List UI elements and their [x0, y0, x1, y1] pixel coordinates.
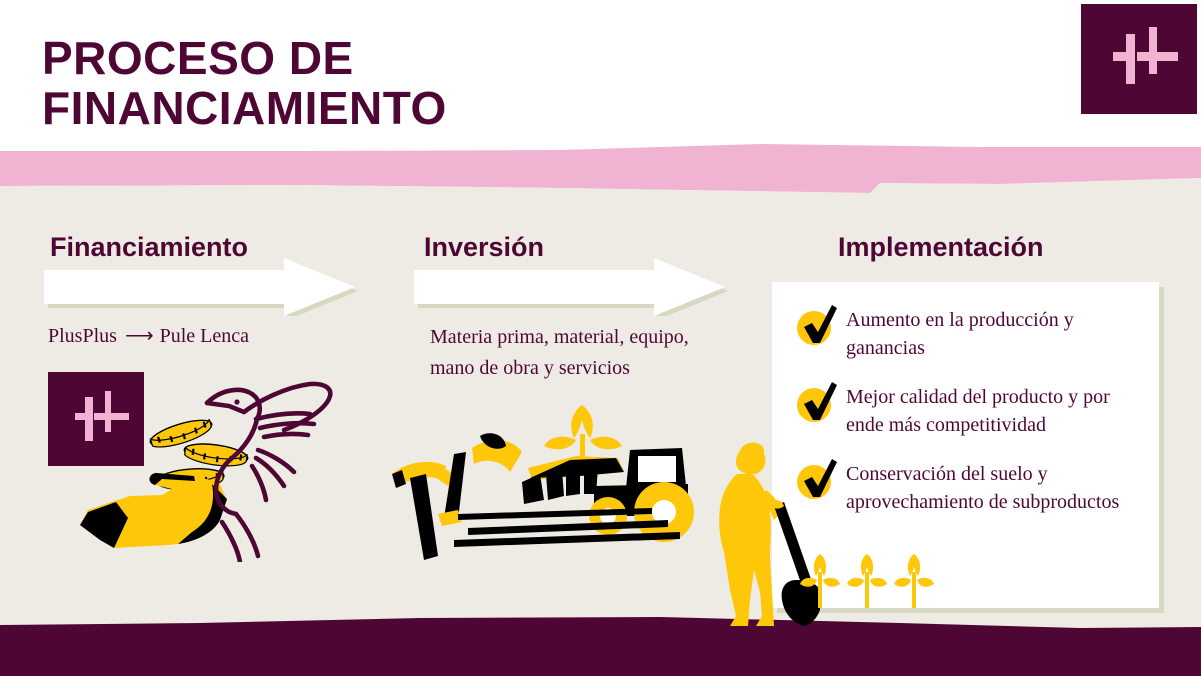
bottom-purple-band: [0, 617, 1201, 676]
check-mark-icon: [794, 302, 840, 348]
column-title-financiamiento: Financiamiento: [50, 232, 249, 262]
check-mark-icon: [794, 379, 840, 425]
column-title-inversion: Inversión: [424, 232, 545, 262]
flow-from-label: PlusPlus: [48, 325, 117, 347]
logo-bar-vertical-right: [1149, 26, 1157, 74]
flow-to-label: Pule Lenca: [159, 325, 250, 347]
logo-bar-vertical-left: [84, 397, 93, 441]
hummingbird-icon: [204, 381, 333, 562]
sprout-icon: [894, 554, 934, 608]
benefit-item: Mejor calidad del producto y por ende má…: [794, 381, 1141, 439]
plusplus-logo-icon: [1081, 4, 1197, 114]
sprouts-row-illustration: [800, 554, 934, 608]
farm-tools-tractor-illustration: [392, 405, 694, 560]
logo-bar-long-horizontal: [1136, 52, 1179, 61]
sprout-icon: [800, 554, 840, 608]
flow-label-plusplus-to-pule-lenca: PlusPlus ⟶Pule Lenca: [48, 323, 249, 348]
sprout-icon: [847, 554, 887, 608]
column-title-implementacion: Implementación: [838, 232, 1044, 262]
logo-mark: [1081, 4, 1197, 114]
flow-arrow-icon: ⟶: [124, 325, 154, 347]
benefit-item: Aumento en la producción y ganancias: [794, 304, 1141, 362]
farmer-figure: [719, 442, 782, 626]
logo-bar-vertical-left: [1125, 33, 1135, 85]
benefit-item: Conservación del suelo y aprovechamiento…: [794, 458, 1141, 516]
process-arrow-2: [412, 258, 728, 320]
logo-bar-long-horizontal: [94, 413, 129, 421]
pink-band: [0, 144, 1201, 193]
benefit-text: Aumento en la producción y ganancias: [846, 309, 1074, 359]
page-title-line-2: FINANCIAMIENTO: [42, 82, 447, 134]
hoe-icon: [438, 433, 522, 526]
page-title-line-1: PROCESO DE: [42, 32, 354, 84]
plusplus-logo-secondary-icon: [48, 372, 144, 466]
page-title: PROCESO DE FINANCIAMIENTO: [42, 33, 447, 133]
open-hand-icon: [80, 473, 227, 548]
process-arrow-1: [42, 258, 358, 320]
ground-lines: [454, 508, 680, 547]
logo-mark-secondary: [48, 372, 144, 466]
column-body-inversion: Materia prima, material, equipo, mano de…: [430, 326, 689, 379]
benefit-text: Mejor calidad del producto y por ende má…: [846, 386, 1110, 436]
logo-bar-vertical-right: [104, 391, 111, 432]
benefit-text: Conservación del suelo y aprovechamiento…: [846, 463, 1120, 513]
